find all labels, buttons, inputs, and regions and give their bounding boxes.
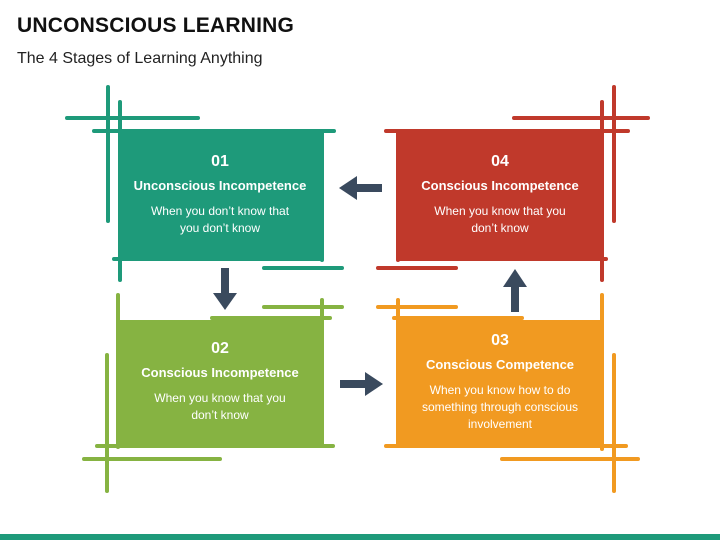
footer-bar	[0, 534, 720, 540]
stage-heading: Conscious Competence	[425, 356, 575, 372]
frame-line	[82, 457, 222, 461]
stage-number: 04	[491, 153, 509, 170]
frame-line	[116, 293, 120, 449]
frame-line	[384, 444, 628, 448]
frame-line	[262, 266, 344, 270]
stage-box-02: 02 Conscious Incompetence When you know …	[120, 320, 320, 444]
frame-line	[320, 130, 324, 262]
frame-line	[512, 116, 650, 120]
frame-line	[600, 100, 604, 282]
stage-heading: Unconscious Incompetence	[133, 178, 307, 193]
frame-line	[392, 316, 524, 320]
frame-line	[95, 444, 335, 448]
frame-line	[112, 257, 324, 261]
stage-heading: Conscious Incompetence	[421, 178, 579, 193]
arrow-down-icon	[213, 268, 237, 310]
frame-line	[612, 353, 616, 493]
stage-box-04: 04 Conscious Incompetence When you know …	[400, 133, 600, 257]
frame-line	[320, 298, 324, 446]
stage-description: When you know how to do something throug…	[421, 382, 579, 431]
arrow-right-icon	[340, 372, 383, 396]
stage-description: When you know that you don’t know	[154, 391, 286, 422]
frame-line	[396, 130, 400, 262]
page-subtitle: The 4 Stages of Learning Anything	[17, 50, 263, 67]
stage-box-01: 01 Unconscious Incompetence When you don…	[120, 133, 320, 257]
frame-line	[65, 116, 200, 120]
stage-number: 03	[491, 331, 509, 349]
frame-line	[384, 129, 630, 133]
frame-line	[376, 266, 458, 270]
frame-line	[262, 305, 344, 309]
stage-box-03: 03 Conscious Competence When you know ho…	[400, 320, 600, 444]
arrow-left-icon	[339, 176, 382, 200]
frame-line	[210, 316, 332, 320]
stage-description: When you know that you don’t know	[434, 204, 566, 235]
frame-line	[396, 298, 400, 448]
frame-line	[106, 85, 110, 223]
frame-line	[396, 257, 608, 261]
page-title: UNCONSCIOUS LEARNING	[17, 14, 295, 37]
frame-line	[600, 293, 604, 451]
frame-line	[92, 129, 336, 133]
stage-description: When you don’t know that you don’t know	[150, 204, 290, 235]
stage-number: 01	[211, 153, 229, 170]
frame-line	[500, 457, 640, 461]
arrow-up-icon	[503, 269, 527, 312]
stage-number: 02	[211, 340, 229, 357]
frame-line	[105, 353, 109, 493]
frame-line	[376, 305, 458, 309]
stage-heading: Conscious Incompetence	[141, 365, 299, 380]
frame-line	[612, 85, 616, 223]
